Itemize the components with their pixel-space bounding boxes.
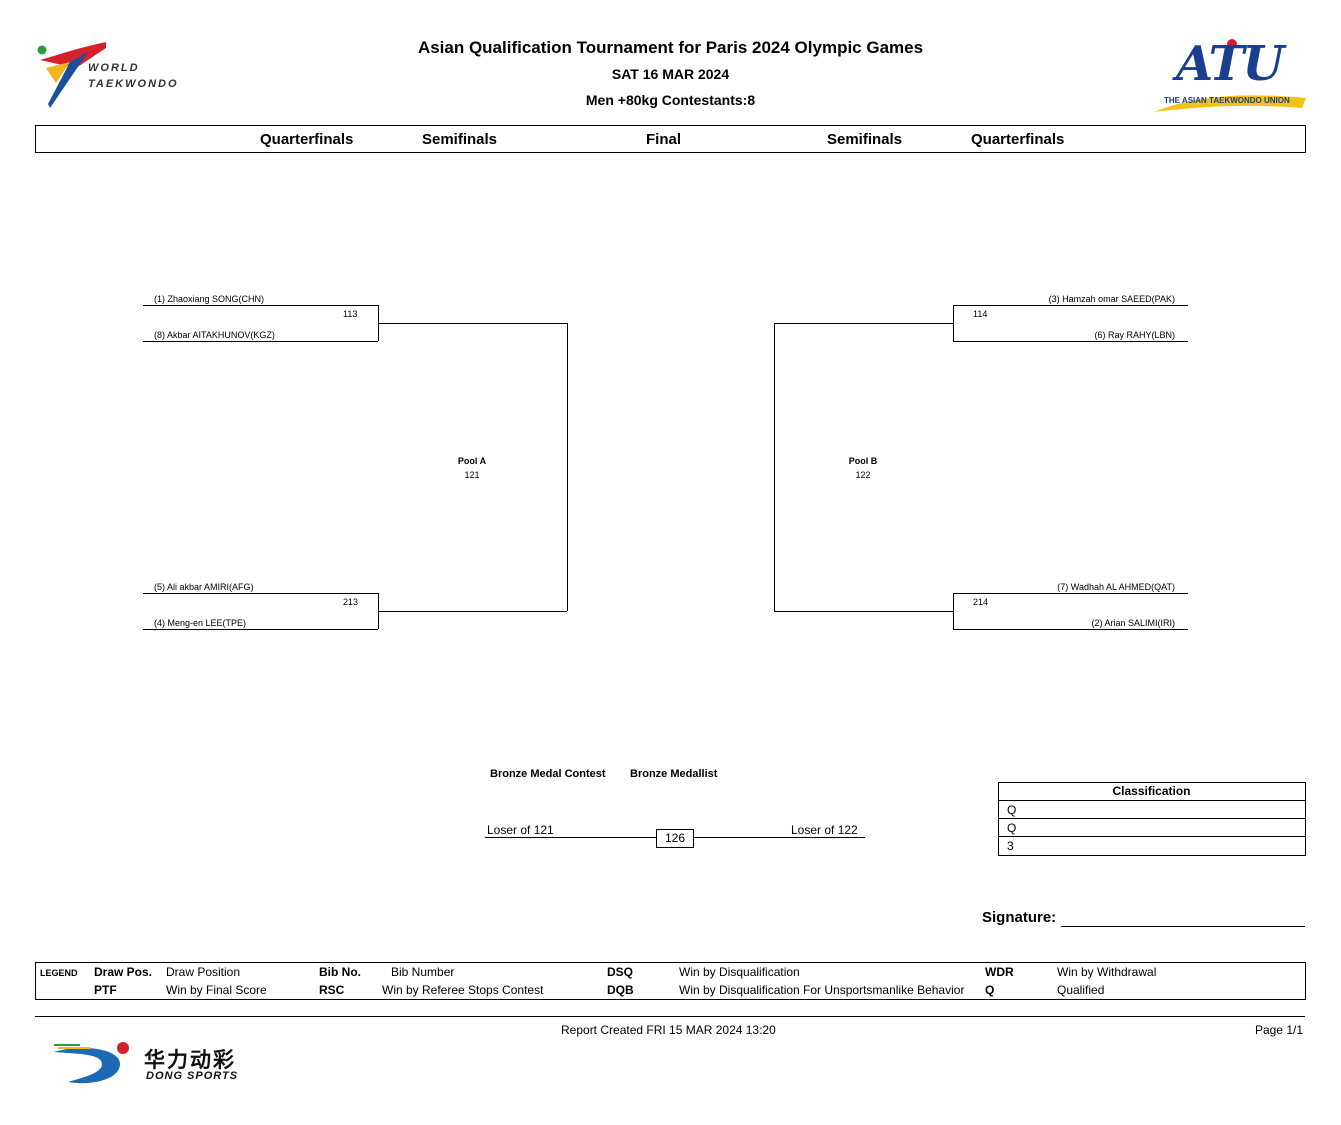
legend-code: PTF xyxy=(94,983,117,997)
tournament-title: Asian Qualification Tournament for Paris… xyxy=(417,38,924,57)
bracket-line xyxy=(378,611,567,612)
legend-desc: Qualified xyxy=(1057,983,1105,997)
bracket-line xyxy=(143,629,378,630)
world-taekwondo-logo: WORLD TAEKWONDO xyxy=(36,38,196,110)
dong-sports-logo: 华力动彩 DONG SPORTS xyxy=(50,1040,290,1088)
report-created: Report Created FRI 15 MAR 2024 13:20 xyxy=(561,1023,776,1037)
wt-logo-line2: TAEKWONDO xyxy=(88,78,179,90)
legend-code: RSC xyxy=(319,983,345,997)
bronze-medallist-label: Bronze Medallist xyxy=(630,768,718,780)
classification-table xyxy=(998,782,1306,856)
classification-row: 3 xyxy=(1007,839,1014,853)
page-number: Page 1/1 xyxy=(1254,1023,1303,1037)
bracket-line xyxy=(774,323,953,324)
match-number: 113 xyxy=(343,309,358,319)
classification-divider xyxy=(998,800,1305,801)
legend-desc: Win by Disqualification For Unsportsmanl… xyxy=(679,983,965,997)
signature-line xyxy=(1061,926,1305,927)
classification-divider xyxy=(998,818,1305,819)
bracket-line xyxy=(953,305,954,341)
legend-box xyxy=(35,962,1306,1000)
weight-category: Men +80kg Contestants:8 xyxy=(585,92,756,108)
legend-desc: Win by Withdrawal xyxy=(1057,965,1157,979)
round-label-final: Final xyxy=(646,131,682,148)
athlete-name: (6) Ray RAHY(LBN) xyxy=(1094,330,1175,340)
legend-desc: Bib Number xyxy=(391,965,455,979)
bracket-line xyxy=(378,323,567,324)
legend-label: LEGEND xyxy=(40,968,78,978)
bronze-contest-label: Bronze Medal Contest xyxy=(490,768,606,780)
round-header-bar xyxy=(35,125,1306,153)
pool-label: Pool B xyxy=(848,456,878,466)
legend-desc: Draw Position xyxy=(166,965,241,979)
legend-code: DSQ xyxy=(607,965,634,979)
athlete-name: (1) Zhaoxiang SONG(CHN) xyxy=(154,294,265,304)
bronze-right-entry: Loser of 122 xyxy=(791,823,858,837)
classification-row: Q xyxy=(1007,803,1017,817)
atu-emblem-icon xyxy=(1154,39,1306,112)
legend-desc: Win by Referee Stops Contest xyxy=(382,983,544,997)
classification-title: Classification xyxy=(1112,784,1191,798)
atu-logo-letters: ATU xyxy=(1176,36,1284,92)
classification-row: Q xyxy=(1007,821,1017,835)
athlete-name: (4) Meng-en LEE(TPE) xyxy=(154,618,247,628)
legend-desc: Win by Final Score xyxy=(166,983,267,997)
athlete-name: (2) Arian SALIMI(IRI) xyxy=(1091,618,1175,628)
bracket-line xyxy=(953,341,1188,342)
round-label-semifinals-right: Semifinals xyxy=(827,131,903,148)
event-date: SAT 16 MAR 2024 xyxy=(611,66,730,82)
bracket-line xyxy=(567,323,568,611)
legend-code: WDR xyxy=(985,965,1014,979)
semifinal-number: 122 xyxy=(855,470,871,480)
atu-logo: ATU THE ASIAN TAEKWONDO UNION xyxy=(1152,36,1308,114)
athlete-name: (7) Wadhah AL AHMED(QAT) xyxy=(1057,582,1175,592)
world-taekwondo-emblem-icon xyxy=(37,40,118,108)
wt-logo-line1: WORLD xyxy=(88,62,140,74)
semifinal-number: 121 xyxy=(464,470,480,480)
bracket-line xyxy=(774,323,775,611)
athlete-name: (8) Akbar AITAKHUNOV(KGZ) xyxy=(154,330,275,340)
bracket-line xyxy=(143,341,378,342)
legend-code: Bib No. xyxy=(319,965,361,979)
athlete-name: (3) Hamzah omar SAEED(PAK) xyxy=(1048,294,1175,304)
match-number: 114 xyxy=(973,309,988,319)
round-label-quarterfinals-left: Quarterfinals xyxy=(260,131,354,148)
dong-sports-emblem-icon xyxy=(54,1042,129,1084)
legend-code: Draw Pos. xyxy=(94,965,153,979)
bracket-line xyxy=(953,593,954,629)
footer-divider xyxy=(35,1016,1305,1017)
bracket-line xyxy=(143,305,378,306)
legend-code: Q xyxy=(985,983,995,997)
bronze-match-number: 126 xyxy=(656,829,694,848)
classification-divider xyxy=(998,836,1305,837)
match-number: 214 xyxy=(973,597,989,607)
bracket-line xyxy=(953,629,1188,630)
legend-code: DQB xyxy=(607,983,634,997)
bronze-left-entry: Loser of 121 xyxy=(487,823,554,837)
round-label-semifinals-left: Semifinals xyxy=(422,131,498,148)
legend-desc: Win by Disqualification xyxy=(679,965,800,979)
bracket-line xyxy=(953,305,1188,306)
signature-label: Signature: xyxy=(982,909,1057,926)
atu-caption: THE ASIAN TAEKWONDO UNION xyxy=(1164,96,1290,105)
pool-label: Pool A xyxy=(457,456,487,466)
bracket-line xyxy=(774,611,953,612)
bracket-line xyxy=(953,593,1188,594)
athlete-name: (5) Ali akbar AMIRI(AFG) xyxy=(154,582,254,592)
bracket-line xyxy=(143,593,378,594)
match-number: 213 xyxy=(343,597,359,607)
sponsor-name-en: DONG SPORTS xyxy=(146,1070,239,1082)
round-label-quarterfinals-right: Quarterfinals xyxy=(971,131,1065,148)
sponsor-name-cn: 华力动彩 xyxy=(144,1049,236,1072)
